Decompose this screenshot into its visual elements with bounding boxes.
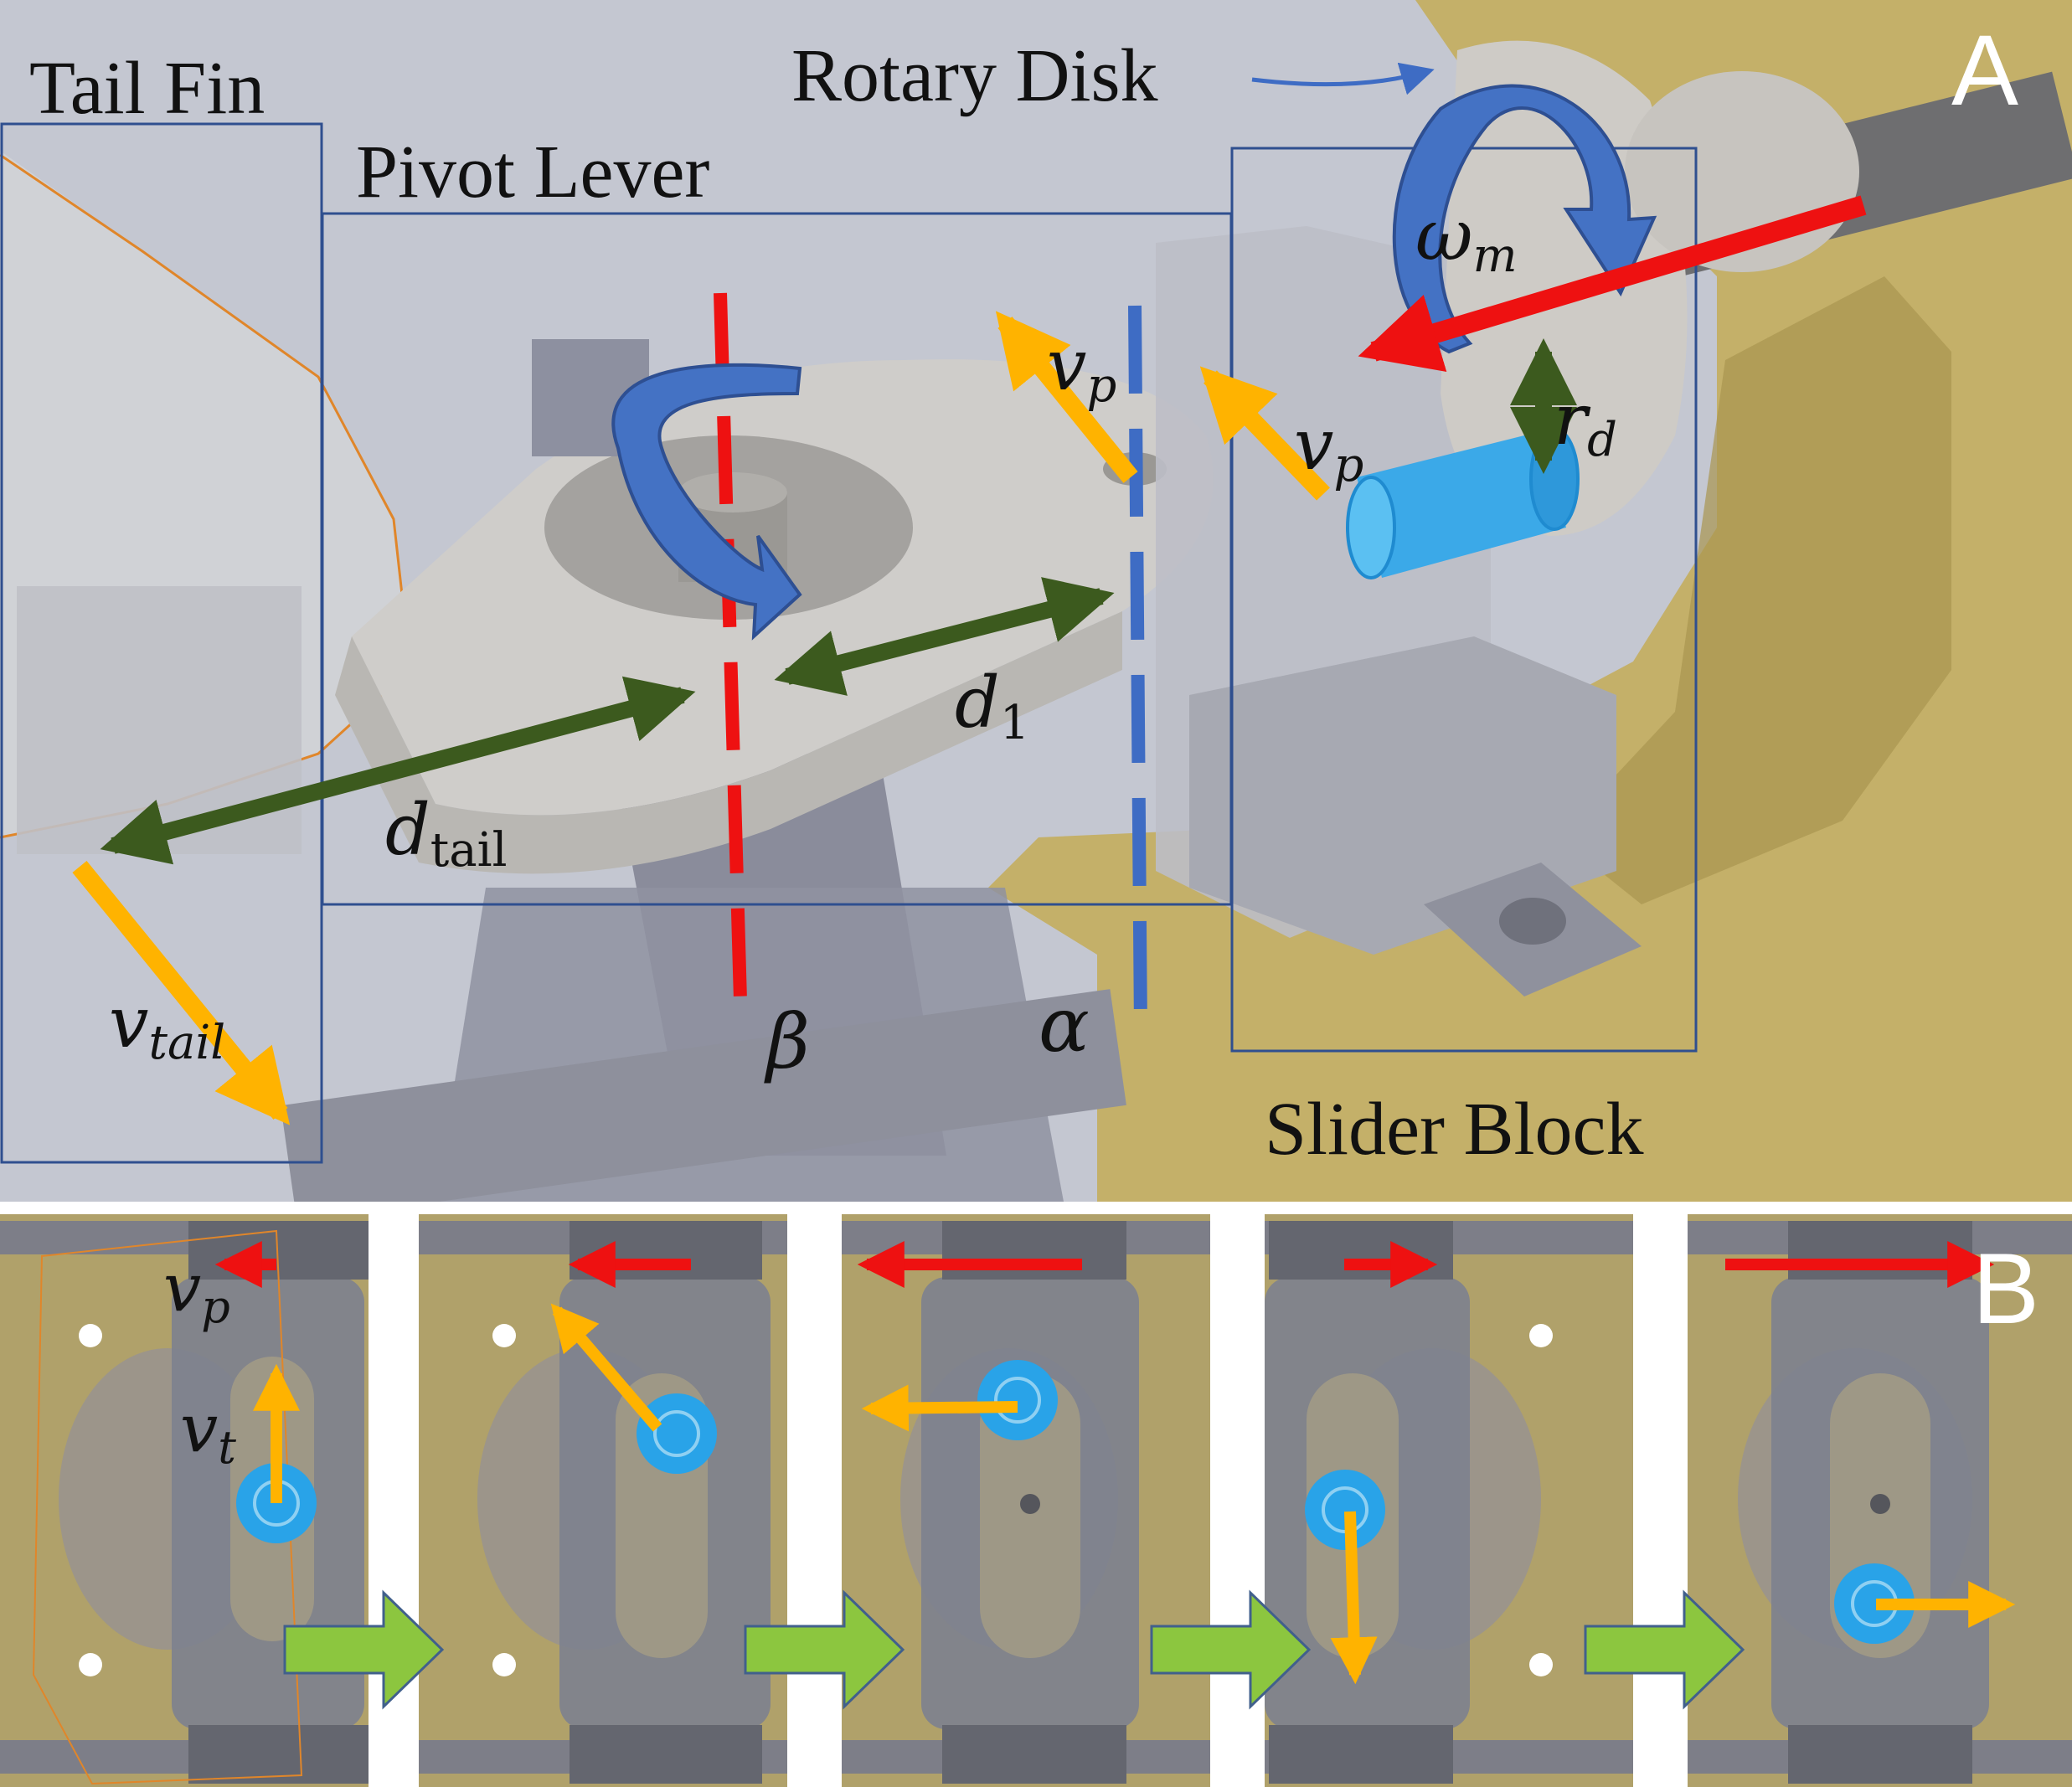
step-arrow bbox=[1150, 1589, 1312, 1710]
pivot-velocity-arrow bbox=[995, 311, 1138, 483]
panel-b: vp vt B bbox=[0, 1202, 2072, 1787]
tail-velocity-arrow bbox=[72, 861, 291, 1125]
frame-2 bbox=[419, 1214, 787, 1787]
pin-velocity-arrow bbox=[1199, 366, 1330, 501]
frame-gap bbox=[787, 1202, 842, 1787]
frame-4 bbox=[1265, 1214, 1633, 1787]
panel-b-letter: B bbox=[1972, 1233, 2039, 1345]
d1-symbol: d1 bbox=[955, 662, 1029, 750]
gold-housing-shade bbox=[1558, 276, 1951, 904]
frame-3 bbox=[842, 1214, 1210, 1787]
d1-arrow bbox=[774, 577, 1115, 696]
rd-symbol: rd bbox=[1554, 379, 1617, 467]
rotary-disk-label: Rotary Disk bbox=[791, 34, 1157, 117]
guide-rail bbox=[281, 989, 1126, 1222]
panel-a: Tail Fin Pivot Lever Rotary Disk Slider … bbox=[0, 0, 2072, 1222]
frame-5 bbox=[1688, 1214, 2072, 1787]
beta-symbol: β bbox=[764, 998, 810, 1086]
dtail-symbol: dtail bbox=[385, 789, 508, 878]
panel-a-letter: A bbox=[1951, 14, 2018, 126]
frame-gap bbox=[1633, 1202, 1688, 1787]
pin-velocity-arrow bbox=[1330, 1511, 1378, 1685]
pin-velocity-arrow bbox=[861, 1384, 1018, 1432]
vp-symbol-lever: vp bbox=[1047, 324, 1116, 413]
slider-block-label: Slider Block bbox=[1265, 1088, 1643, 1171]
slider-velocity-arrow bbox=[1358, 195, 1867, 372]
vp-symbol-pin: vp bbox=[1294, 404, 1363, 492]
pivot-lever-label: Pivot Lever bbox=[356, 131, 709, 214]
rotary-disk-leader bbox=[1251, 62, 1435, 95]
step-arrow bbox=[1584, 1589, 1745, 1710]
pivot-pin-top bbox=[678, 472, 787, 512]
tail-fin-label: Tail Fin bbox=[29, 47, 265, 130]
step-arrow bbox=[744, 1589, 905, 1710]
slider-tab-hole bbox=[1499, 898, 1566, 945]
frame-gap bbox=[369, 1202, 419, 1787]
dtail-arrow bbox=[100, 676, 696, 865]
pin-velocity-arrow bbox=[550, 1303, 662, 1432]
vtail-symbol: vtail bbox=[109, 981, 225, 1070]
omega-m-symbol: ωm bbox=[1415, 194, 1518, 283]
alpha-symbol: α bbox=[1039, 981, 1090, 1069]
vt-symbol-b: vt bbox=[180, 1389, 236, 1474]
pivot-rotation-arrow bbox=[611, 363, 802, 641]
step-arrow bbox=[283, 1589, 445, 1710]
vp-symbol-b: vp bbox=[163, 1249, 230, 1333]
